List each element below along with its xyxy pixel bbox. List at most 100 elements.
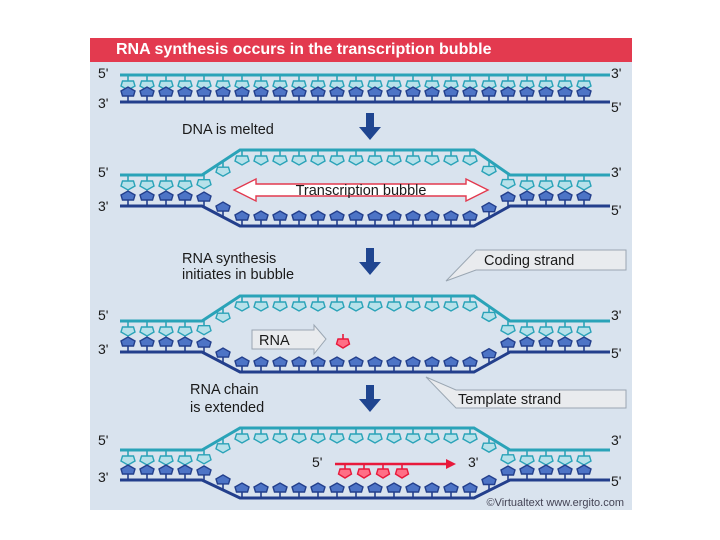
template-base	[405, 210, 421, 227]
template-base	[177, 86, 193, 103]
coding-base	[538, 320, 554, 337]
template-base	[253, 210, 269, 227]
transcription-bubble-arrow: Transcription bubble	[232, 177, 490, 203]
rna-3-prime-label: 3'	[468, 454, 478, 470]
stage-initiation: RNA 5' 3' 3' 5'	[98, 294, 621, 374]
credit-text: ©Virtualtext www.ergito.com	[486, 497, 624, 509]
template-base	[272, 482, 288, 499]
coding-strand-label: Coding strand	[484, 253, 574, 269]
coding-strand-backbone	[120, 148, 610, 177]
stage2-bottom-right-end: 5'	[611, 202, 621, 218]
stage4-bottom-left-end: 3'	[98, 469, 108, 485]
template-base	[576, 336, 592, 353]
coding-base	[443, 295, 459, 312]
rna-chain	[335, 459, 456, 479]
caption-rna-chain-line2: is extended	[190, 400, 264, 416]
template-base	[576, 464, 592, 481]
coding-base	[310, 149, 326, 166]
template-strand-callout: Template strand	[425, 376, 627, 409]
template-strand-bases	[120, 86, 592, 103]
template-base	[424, 86, 440, 103]
template-base	[329, 210, 345, 227]
template-base	[557, 190, 573, 207]
down-arrow-icon	[359, 385, 381, 412]
template-base	[348, 356, 364, 373]
template-base	[348, 86, 364, 103]
coding-base	[272, 149, 288, 166]
template-base	[158, 464, 174, 481]
template-base	[310, 86, 326, 103]
coding-base	[576, 174, 592, 191]
coding-base	[329, 295, 345, 312]
coding-base	[177, 320, 193, 337]
template-strand-label: Template strand	[458, 392, 561, 408]
coding-base	[348, 149, 364, 166]
diagram-canvas: 5' 3' 3' 5' DNA is melted Transcription …	[98, 65, 627, 509]
template-base	[405, 482, 421, 499]
coding-base	[139, 320, 155, 337]
template-base	[424, 210, 440, 227]
coding-base	[120, 449, 136, 466]
template-base	[196, 86, 212, 103]
template-base	[538, 336, 554, 353]
template-base	[272, 356, 288, 373]
coding-base	[272, 427, 288, 444]
template-base	[329, 356, 345, 373]
stage2-top-left-end: 5'	[98, 164, 108, 180]
template-base	[519, 190, 535, 207]
template-base	[120, 190, 136, 207]
template-base	[367, 86, 383, 103]
template-base	[519, 336, 535, 353]
template-base	[158, 86, 174, 103]
coding-base	[348, 295, 364, 312]
template-base	[253, 86, 269, 103]
template-base	[386, 210, 402, 227]
stage-duplex: 5' 3' 3' 5'	[98, 65, 621, 115]
coding-base	[405, 427, 421, 444]
stage4-top-left-end: 5'	[98, 432, 108, 448]
template-base	[139, 190, 155, 207]
coding-base	[443, 427, 459, 444]
coding-base	[519, 449, 535, 466]
template-base	[120, 336, 136, 353]
rna-5-prime-label: 5'	[312, 454, 322, 470]
coding-base	[538, 174, 554, 191]
template-base	[557, 86, 573, 103]
template-base	[386, 482, 402, 499]
stage2-bottom-left-end: 3'	[98, 198, 108, 214]
coding-base	[405, 295, 421, 312]
coding-base	[139, 449, 155, 466]
template-base	[120, 464, 136, 481]
template-base	[310, 356, 326, 373]
template-base	[253, 356, 269, 373]
template-base	[462, 356, 478, 373]
template-base	[462, 482, 478, 499]
template-base	[443, 86, 459, 103]
template-base	[253, 482, 269, 499]
coding-strand-backbone	[120, 426, 610, 452]
caption-rna-synthesis-line2: initiates in bubble	[182, 267, 294, 283]
template-base	[139, 336, 155, 353]
coding-base	[158, 174, 174, 191]
template-base	[443, 210, 459, 227]
coding-base	[139, 174, 155, 191]
coding-base	[424, 295, 440, 312]
template-base	[291, 210, 307, 227]
coding-base	[443, 149, 459, 166]
template-base	[177, 464, 193, 481]
down-arrow-icon	[359, 113, 381, 140]
coding-base	[519, 174, 535, 191]
transcription-figure: RNA synthesis occurs in the transcriptio…	[90, 38, 632, 510]
template-base	[291, 356, 307, 373]
template-base	[462, 86, 478, 103]
figure-title: RNA synthesis occurs in the transcriptio…	[90, 38, 632, 62]
template-strand-backbone	[120, 350, 610, 374]
coding-strand-backbone	[120, 294, 610, 323]
coding-base	[348, 427, 364, 444]
coding-base	[120, 320, 136, 337]
rna-pointer: RNA	[251, 323, 327, 356]
coding-base	[310, 427, 326, 444]
template-base	[367, 356, 383, 373]
transcription-bubble-label: Transcription bubble	[296, 183, 427, 199]
template-base	[386, 356, 402, 373]
